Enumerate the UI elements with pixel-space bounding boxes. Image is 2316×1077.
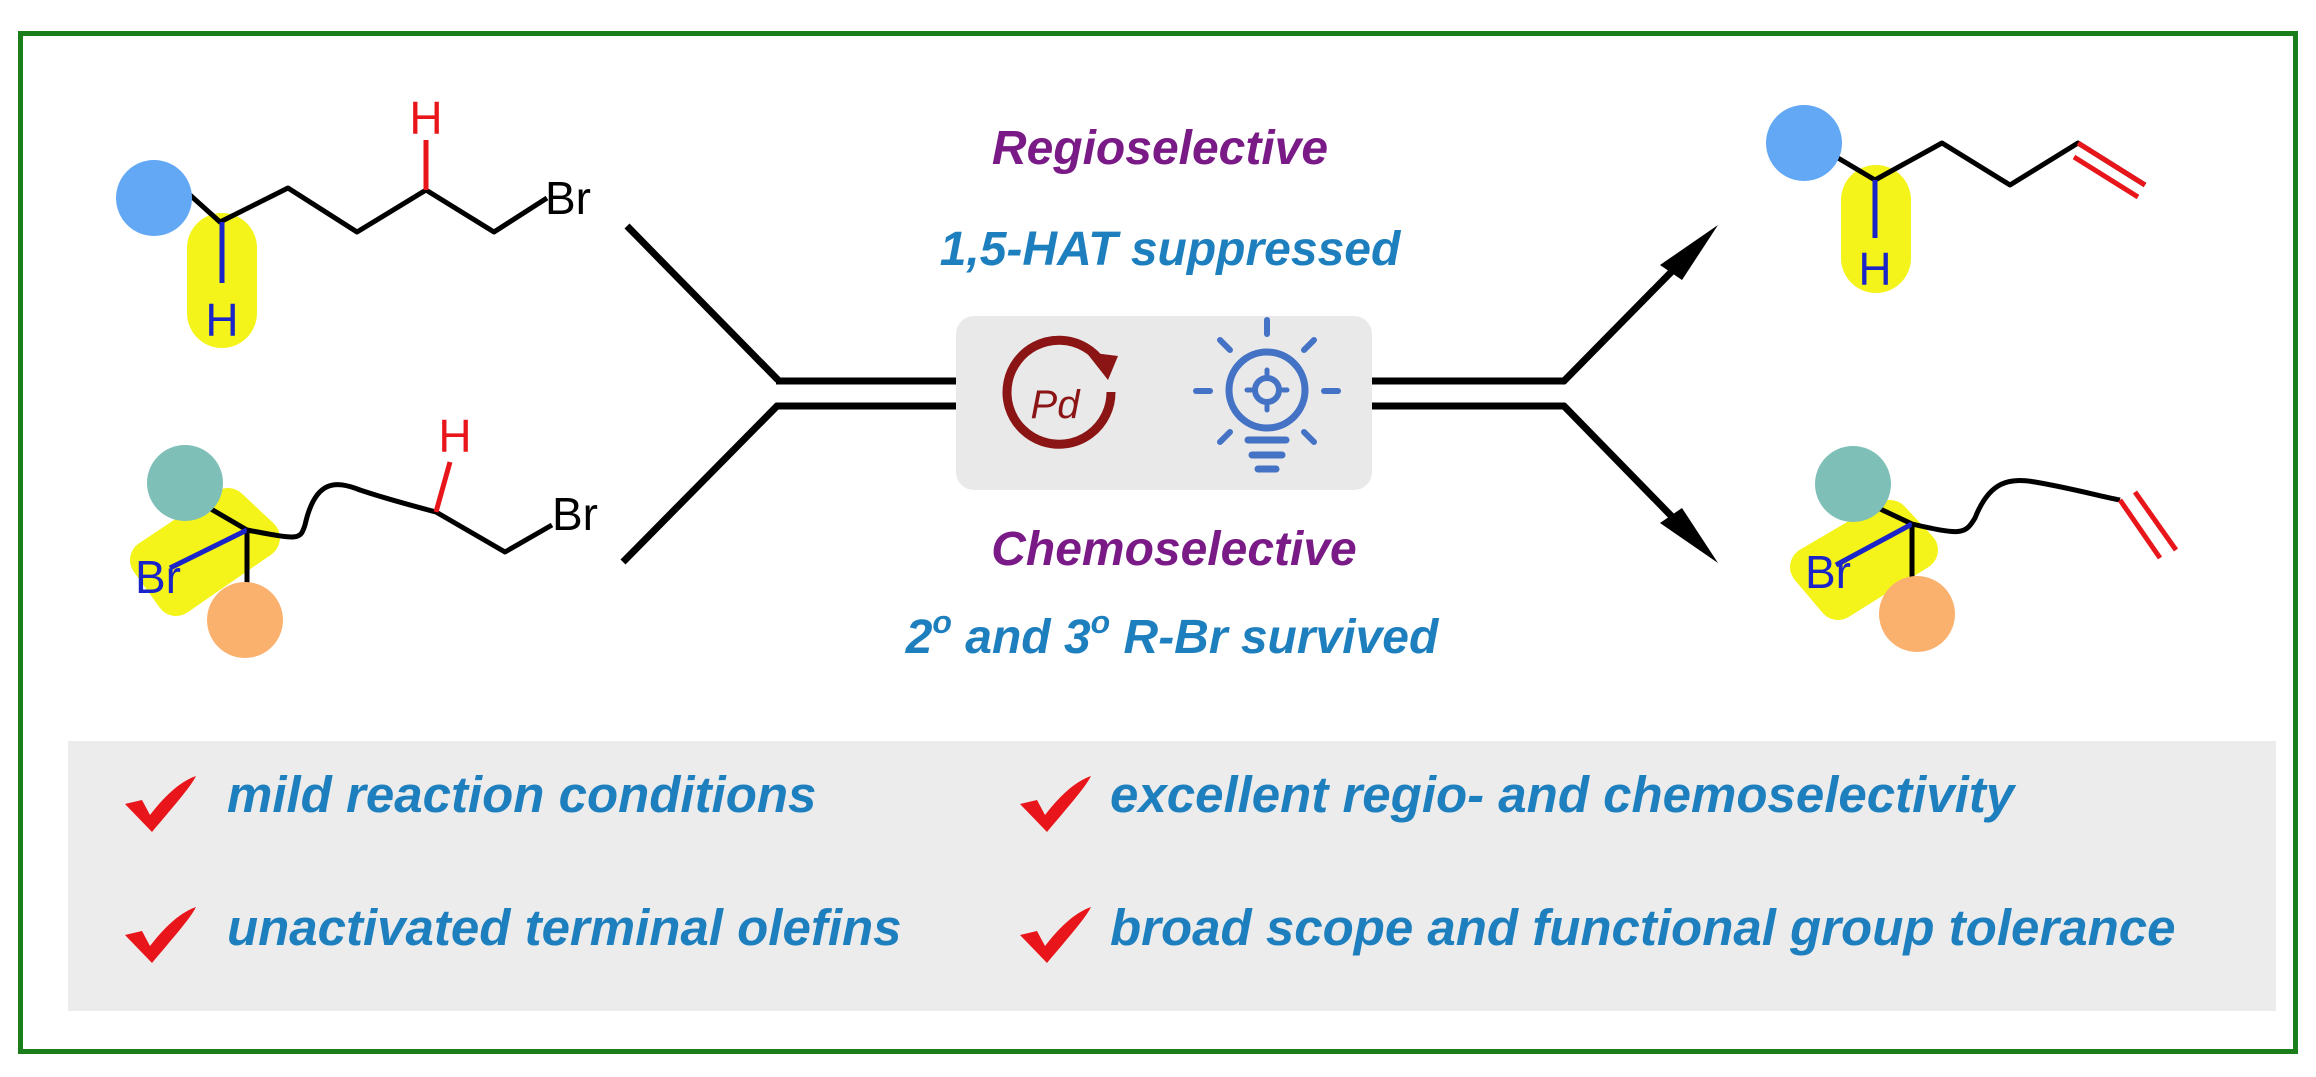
- product-atom-br: Br: [1805, 546, 1851, 598]
- atom-h-blue: H: [205, 294, 238, 346]
- reactant-top: H H Br: [116, 92, 591, 348]
- features-box: [68, 741, 2276, 1011]
- feature-text-4: broad scope and functional group toleran…: [1110, 899, 2175, 956]
- checkmark-icon: [125, 776, 196, 832]
- atom-br-2: Br: [552, 488, 598, 540]
- cbr-bond-blue: [168, 527, 249, 571]
- feature-item-2: excellent regio- and chemoselectivity: [1020, 766, 2017, 832]
- substituent-blue-circle: [116, 160, 192, 236]
- checkmark-icon: [1020, 907, 1091, 963]
- pd-cycle-icon: Pd: [1002, 335, 1118, 449]
- product-alkene-2: [2132, 490, 2179, 552]
- lightbulb-icon: [1193, 317, 1341, 473]
- arrow-out-top: [1560, 255, 1688, 385]
- ch-bond-red-2: [433, 461, 453, 513]
- survived-part-a: 2: [905, 611, 933, 664]
- hat-suppressed-label: 1,5-HAT suppressed: [940, 223, 1402, 276]
- alkene-bond-1: [2076, 140, 2147, 188]
- arrowhead-bottom: [1660, 508, 1718, 563]
- reaction-arrows: [620, 223, 1688, 565]
- superscript-1: o: [932, 604, 952, 640]
- product-atom-h: H: [1858, 243, 1891, 295]
- feature-item-1: mild reaction conditions: [125, 766, 816, 832]
- catalyst-panel: Pd: [956, 316, 1372, 490]
- checkmark-icon: [125, 907, 196, 963]
- alkene-bond-2: [2072, 154, 2140, 200]
- product-alkene-1: [2117, 498, 2163, 560]
- product-chain: [1831, 140, 2147, 188]
- atom-h-red-2: H: [438, 410, 471, 462]
- regioselective-label: Regioselective: [992, 122, 1328, 175]
- survived-part-c: R-Br survived: [1110, 611, 1440, 664]
- chemoselective-label: Chemoselective: [991, 523, 1357, 576]
- arrow-in-bottom: [620, 402, 781, 565]
- arrow-out-bottom: [1560, 402, 1688, 533]
- superscript-2: o: [1091, 604, 1111, 640]
- arrowhead-top: [1660, 225, 1718, 280]
- feature-text-1: mild reaction conditions: [227, 766, 816, 823]
- atom-br: Br: [545, 172, 591, 224]
- survived-part-b: and 3: [952, 611, 1091, 664]
- product-blue-circle: [1766, 105, 1842, 181]
- product-cbr-bond: [1834, 521, 1914, 568]
- features-panel: mild reaction conditions excellent regio…: [68, 741, 2276, 1011]
- product-teal-circle: [1815, 446, 1891, 522]
- product-wavy-chain: [1911, 478, 2121, 535]
- highlight-cbr-product: [1790, 500, 1938, 620]
- atom-h-red: H: [409, 92, 442, 144]
- atom-br-blue: Br: [135, 551, 181, 603]
- product-top: H: [1766, 105, 2147, 295]
- checkmark-icon: [1020, 776, 1091, 832]
- substituent-orange-circle: [207, 582, 283, 658]
- feature-item-4: broad scope and functional group toleran…: [1020, 899, 2175, 963]
- wavy-chain: [246, 482, 554, 555]
- product-orange-circle: [1879, 576, 1955, 652]
- feature-item-3: unactivated terminal olefins: [125, 899, 902, 963]
- arrow-in-top: [624, 223, 781, 383]
- product-bottom: Br: [1790, 446, 2179, 652]
- substituent-teal-circle: [147, 445, 223, 521]
- diagram-frame: [18, 31, 2298, 1054]
- feature-text-2: excellent regio- and chemoselectivity: [1110, 766, 2017, 823]
- survived-label: 2o and 3o R-Br survived: [905, 604, 1440, 664]
- reactant-bottom: Br H Br: [130, 410, 598, 658]
- pd-label: Pd: [1031, 383, 1082, 427]
- feature-text-3: unactivated terminal olefins: [227, 899, 902, 956]
